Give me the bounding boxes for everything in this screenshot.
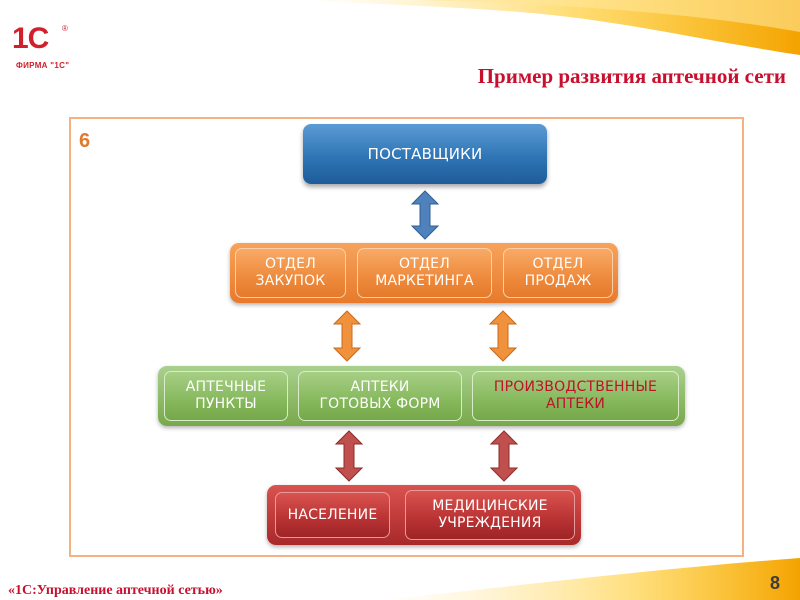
pharmacy-label-line1: АПТЕЧНЫЕ [185,379,267,395]
footer-product-title: «1С:Управление аптечной сетью» [8,583,223,598]
logo-registered-mark: ® [62,24,68,33]
page-number: 8 [769,573,780,593]
footer-wave-decoration [380,558,800,600]
slide-title: Пример развития аптечной сети [477,64,786,88]
frame-number: 6 [79,130,91,152]
logo-mark: 1С [12,22,49,55]
department-box-purchasing: ОТДЕЛ ЗАКУПОК [235,248,346,298]
consumer-label-line1: НАСЕЛЕНИЕ [287,506,378,523]
pharmacy-box-ready-forms: АПТЕКИ ГОТОВЫХ ФОРМ [298,371,462,421]
pharmacy-label-line2: ПУНКТЫ [195,396,257,412]
consumer-box-medical-institutions: МЕДИЦИНСКИЕ УЧРЕЖДЕНИЯ [405,490,575,540]
logo-caption: ФИРМА "1С" [16,61,70,70]
pharmacy-label-line2: ГОТОВЫХ ФОРМ [319,396,441,412]
department-label-line2: МАРКЕТИНГА [375,273,474,289]
diagram-frame [69,117,744,557]
pharmacy-label-line1: АПТЕКИ [350,379,410,395]
department-box-sales: ОТДЕЛ ПРОДАЖ [503,248,613,298]
header-wave-decoration [300,0,800,55]
pharmacy-label-line1: ПРОИЗВОДСТВЕННЫЕ [493,379,658,395]
pharmacy-box-production: ПРОИЗВОДСТВЕННЫЕ АПТЕКИ [472,371,679,421]
department-label-line1: ОТДЕЛ [399,256,450,272]
pharmacy-label-line2: АПТЕКИ [545,396,606,412]
pharmacy-box-points: АПТЕЧНЫЕ ПУНКТЫ [164,371,288,421]
double-arrow-suppliers-departments-icon [410,190,440,240]
department-label-line1: ОТДЕЛ [265,256,316,272]
double-arrow-pharmacies-population-icon [334,430,364,482]
department-label-line2: ПРОДАЖ [524,273,592,289]
suppliers-label: ПОСТАВЩИКИ [367,144,483,163]
consumer-box-population: НАСЕЛЕНИЕ [275,492,390,538]
double-arrow-sales-pharmacies-icon [488,310,518,362]
department-box-marketing: ОТДЕЛ МАРКЕТИНГА [357,248,492,298]
department-label-line2: ЗАКУПОК [255,273,326,289]
suppliers-box: ПОСТАВЩИКИ [303,124,547,184]
department-label-line1: ОТДЕЛ [532,256,584,272]
company-logo: 1С ® ФИРМА "1С" [12,22,82,72]
consumer-label-line2: УЧРЕЖДЕНИЯ [438,515,542,531]
consumer-label-line1: МЕДИЦИНСКИЕ [432,498,548,514]
double-arrow-pharmacies-institutions-icon [489,430,519,482]
double-arrow-purchasing-pharmacies-icon [332,310,362,362]
